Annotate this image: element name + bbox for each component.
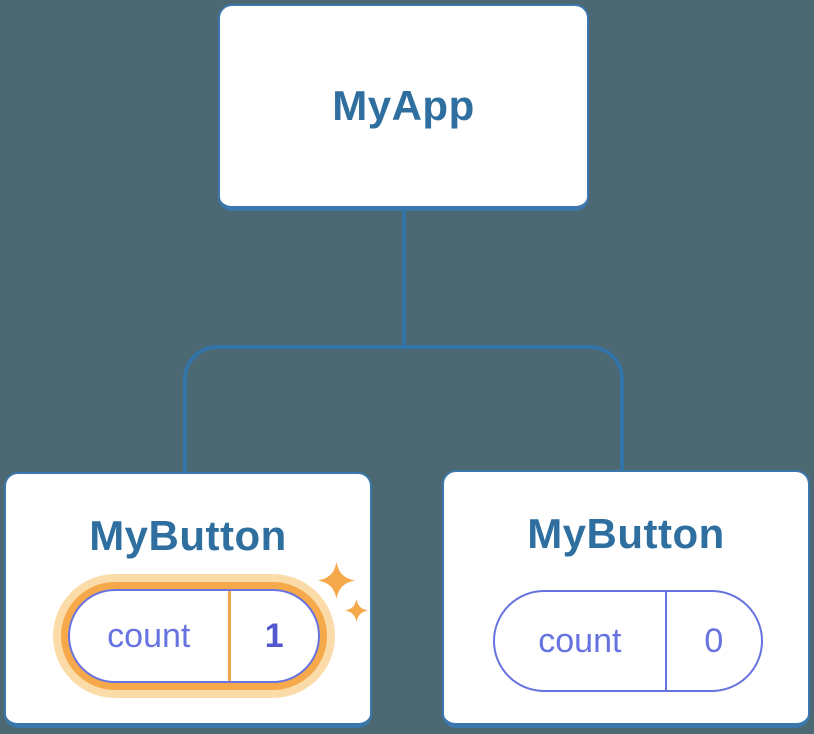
sparkle-icon [318, 562, 355, 599]
state-value: 1 [264, 616, 284, 655]
pill-divider [664, 592, 667, 690]
node-mybutton-left-label: MyButton [89, 512, 287, 559]
node-myapp-label: MyApp [332, 82, 475, 129]
pill-divider [227, 591, 231, 681]
connector-branch [183, 345, 624, 472]
node-myapp: MyApp [218, 4, 589, 211]
state-value: 0 [704, 621, 724, 660]
state-key: count [538, 621, 622, 660]
state-pill: count 0 [493, 590, 763, 692]
connector-stem [402, 210, 406, 348]
sparkle-icon [345, 599, 368, 622]
node-mybutton-right-label: MyButton [527, 510, 725, 557]
node-mybutton-right: MyButton count 0 [442, 470, 810, 728]
state-pill-highlighted: count 1 [68, 589, 320, 683]
state-key: count [107, 616, 191, 655]
node-mybutton-left: MyButton count 1 [4, 472, 372, 728]
